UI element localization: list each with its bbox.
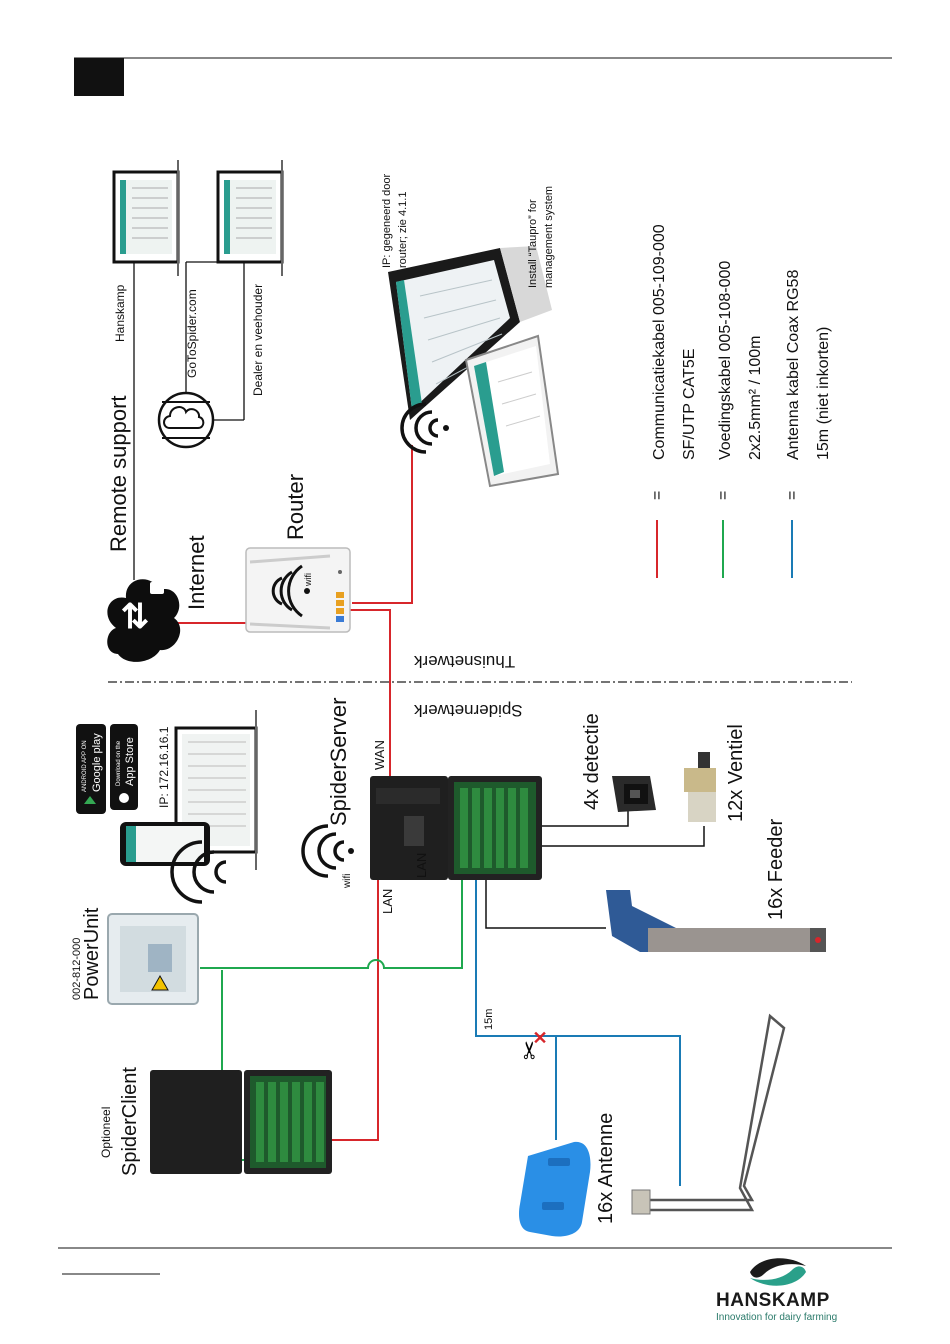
spiderclient-box (150, 1070, 332, 1174)
server-wifi-label: wifi (342, 874, 353, 889)
spiderserver-box (370, 776, 542, 880)
feeder-device (606, 890, 826, 952)
lock-icon (150, 582, 164, 594)
laptop-dealer (216, 160, 284, 276)
svg-text:Download on the: Download on the (116, 740, 122, 786)
cable-router-pc (352, 445, 413, 604)
hanskamp-label: Hanskamp (113, 284, 127, 342)
phone-wifi-icon (170, 840, 227, 904)
powerunit-label: PowerUnit (81, 907, 103, 1000)
optioneel-label: Optioneel (99, 1107, 113, 1158)
router-label: Router (283, 474, 308, 540)
svg-text:ANDROID APP ON: ANDROID APP ON (82, 740, 88, 792)
spidernetwerk-label: Spidernetwerk (414, 701, 523, 720)
internet-label: Internet (184, 535, 209, 610)
antenna-cables (475, 870, 681, 1186)
router-wifi-label: wifi (303, 573, 313, 587)
tablet-device (464, 334, 560, 488)
scissors-icon: ✂ (517, 1040, 544, 1060)
chapter-tab (74, 58, 124, 96)
cable-router-server (348, 609, 391, 790)
gotospider-label: GoToSpider.com (185, 289, 199, 378)
io-wiring (485, 810, 705, 929)
legend-antenna-line2: 15m (niet inkorten) (815, 327, 832, 460)
client-terminal-rows (256, 1082, 324, 1162)
ventiel-label: 12x Ventiel (725, 724, 747, 822)
brand-name: HANSKAMP (716, 1290, 830, 1311)
antenna-loop (648, 1013, 786, 1212)
thuisnetwerk-label: Thuisnetwerk (414, 652, 516, 671)
svg-text:Google play: Google play (91, 733, 103, 792)
legend-power-line1: Voedingskabel 005-108-000 (717, 261, 734, 460)
remote-support-label: Remote support (106, 395, 131, 552)
cable-15m-label: 15m (483, 1009, 495, 1030)
legend-communication-line2: SF/UTP CAT5E (681, 349, 698, 460)
legend-antenna-line1: Antenna kabel Coax RG58 (785, 270, 802, 460)
router-device: wifi (245, 547, 351, 633)
ip-pc-line1: IP: gegeneerd door (381, 173, 393, 268)
valve-device (684, 752, 716, 822)
legend: = = = Communicatiekabel 005-109-000 SF/U… (649, 224, 832, 578)
legend-power-line2: 2x2.5mm² / 100m (747, 336, 764, 460)
arrows-icon: ⇅ (121, 598, 150, 636)
app-store-badge: Download on the App Store (110, 724, 138, 810)
powerunit-code: 002-812-000 (71, 938, 83, 1000)
google-play-badge: ANDROID APP ON Google play (76, 724, 106, 814)
svg-text:App Store: App Store (124, 737, 136, 786)
antenne-label: 16x Antenne (595, 1113, 617, 1224)
ip-pc-line2: router; zie 4.1.1 (397, 192, 409, 268)
detection-sensor (612, 776, 656, 812)
dealer-label: Dealer en veehouder (251, 284, 265, 396)
router-wifi-icon (271, 564, 303, 618)
legend-eq-1: = (649, 491, 666, 500)
install-line2: management system (543, 186, 555, 288)
detectie-label: 4x detectie (581, 713, 603, 810)
gotospider-node (157, 391, 215, 449)
desktop-monitor (388, 246, 552, 420)
spiderclient-label: SpiderClient (119, 1067, 141, 1176)
server-terminal-rows (460, 788, 528, 868)
legend-communication-line1: Communicatiekabel 005-109-000 (651, 224, 668, 460)
remote-support-lines (133, 261, 245, 580)
feeder-label: 16x Feeder (765, 818, 787, 920)
legend-eq-2: = (715, 491, 732, 500)
logo-mark-icon (750, 1258, 806, 1286)
legend-eq-3: = (784, 491, 801, 500)
antenna-body (519, 1141, 591, 1237)
lan-label-2: LAN (380, 889, 395, 914)
server-wifi-icon (301, 824, 345, 878)
laptop-hanskamp (112, 160, 180, 276)
spiderserver-label: SpiderServer (326, 698, 351, 826)
cross-icon: ✕ (532, 1028, 547, 1048)
wan-label: WAN (372, 740, 387, 770)
internet-cloud: ⇅ (107, 579, 181, 662)
brand-tagline: Innovation for dairy farming (716, 1312, 838, 1323)
ip-server-label: IP: 172.16.16.1 (157, 726, 171, 808)
powerunit-box (107, 913, 199, 1005)
install-line1: Install “Taupro” for (527, 199, 539, 288)
pc-wifi-icon (400, 402, 439, 454)
lan-label-1: LAN (414, 853, 429, 878)
antenna-connector (631, 1189, 651, 1215)
